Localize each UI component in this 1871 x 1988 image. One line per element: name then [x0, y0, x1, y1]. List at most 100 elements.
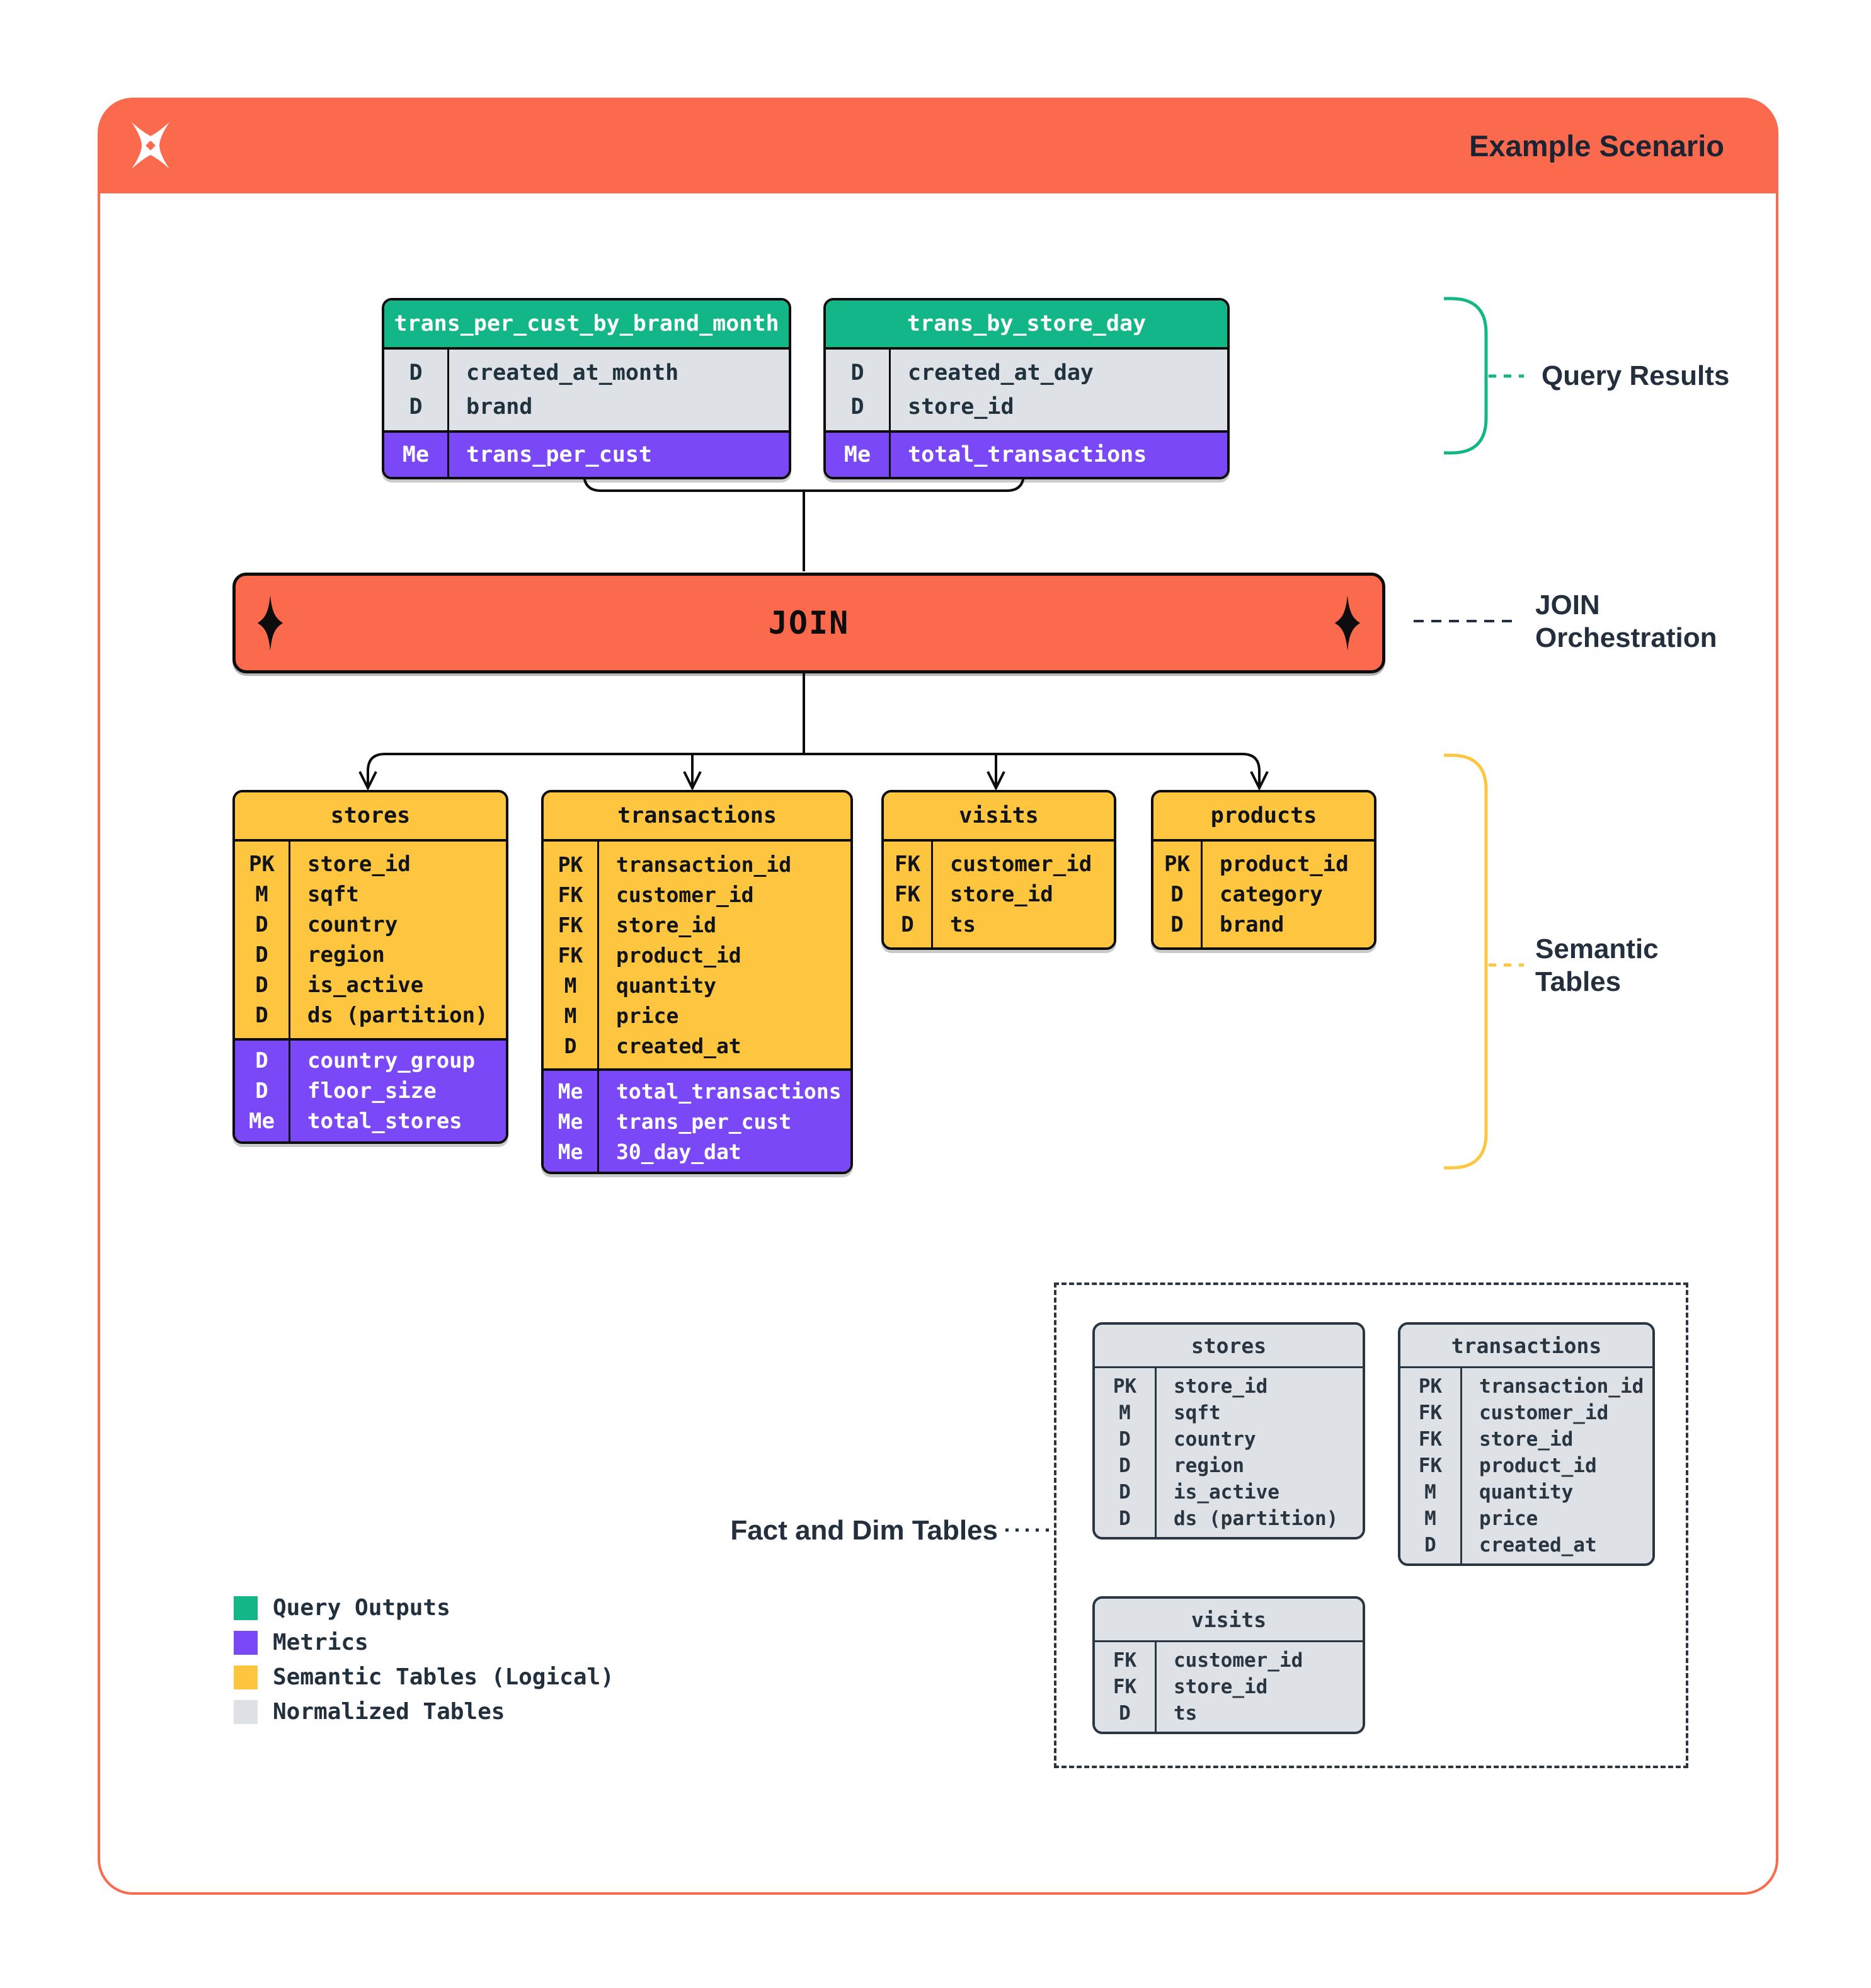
legend-item-metrics: Metrics: [234, 1625, 614, 1660]
column-key: M: [1119, 1402, 1131, 1424]
column-name: total_transactions: [616, 1078, 842, 1104]
table-row: PK product_id: [1153, 849, 1374, 879]
column-name: product_id: [1220, 852, 1349, 877]
column-name: product_id: [616, 942, 741, 968]
column-key: FK: [895, 852, 920, 877]
fact-dim-box: [1054, 1282, 1688, 1768]
column-key: Me: [844, 442, 871, 467]
arrowhead-down-stores: [358, 771, 377, 791]
column-key: PK: [558, 852, 583, 877]
legend-label: Semantic Tables (Logical): [273, 1664, 614, 1690]
column-name: quantity: [616, 973, 716, 998]
table-row: Me total_transactions: [544, 1076, 850, 1106]
column-key: D: [1170, 882, 1184, 907]
column-name: customer_id: [1174, 1649, 1303, 1672]
column-name: quantity: [1479, 1481, 1574, 1504]
column-name: store_id: [908, 394, 1014, 420]
normalized-tables-swatch: [234, 1700, 258, 1724]
page-title: Example Scenario: [1469, 129, 1724, 163]
pinwheel-x-logo-icon: [132, 122, 169, 169]
table-title: transactions: [544, 792, 850, 842]
column-name: store_id: [1479, 1428, 1574, 1451]
column-key: M: [1424, 1481, 1436, 1504]
table-row: Me total_transactions: [826, 438, 1227, 472]
column-key: D: [1119, 1702, 1131, 1725]
column-key: FK: [558, 882, 583, 907]
column-key: FK: [558, 942, 583, 968]
column-name: store_id: [1174, 1375, 1268, 1398]
column-name: store_id: [950, 882, 1053, 907]
table-title: trans_by_store_day: [826, 300, 1227, 350]
legend-label: Normalized Tables: [273, 1699, 505, 1725]
column-name: brand: [1220, 912, 1285, 937]
column-name: ts: [1174, 1702, 1198, 1725]
column-key: D: [1424, 1534, 1436, 1557]
column-key: M: [255, 882, 268, 907]
query-results-bracket: [1444, 297, 1488, 455]
column-name: created_at_month: [466, 360, 679, 386]
join-orchestration-label: JOIN Orchestration: [1535, 590, 1717, 653]
query-outputs-swatch: [234, 1596, 258, 1620]
fact-dim-label: Fact and Dim Tables: [730, 1515, 998, 1546]
column-name: created_at_day: [908, 360, 1094, 386]
column-name: store_id: [1174, 1676, 1268, 1698]
diamond-icon: [1334, 595, 1361, 651]
column-name: region: [307, 942, 385, 968]
column-name: customer_id: [1479, 1402, 1609, 1424]
column-name: customer_id: [616, 882, 754, 907]
column-name: created_at: [616, 1033, 741, 1058]
column-name: total_stores: [307, 1109, 462, 1134]
column-name: total_transactions: [908, 442, 1147, 467]
table-title: stores: [235, 792, 506, 842]
column-name: category: [1220, 882, 1323, 907]
table-row: FK customer_id: [544, 879, 850, 910]
legend-label: Metrics: [273, 1630, 369, 1655]
column-name: region: [1174, 1454, 1244, 1477]
column-name: sqft: [1174, 1402, 1221, 1424]
column-name: country_group: [307, 1048, 476, 1073]
table-title: trans_per_cust_by_brand_month: [384, 300, 789, 350]
arrowhead-down-transactions: [683, 771, 702, 791]
column-key: PK: [1164, 852, 1190, 877]
column-key: M: [564, 973, 577, 998]
column-key: Me: [558, 1078, 583, 1104]
table-row: FK product_id: [544, 940, 850, 970]
semantic-tables-label: Semantic Tables: [1535, 934, 1659, 997]
column-key: D: [255, 1078, 268, 1104]
table-row: FK store_id: [884, 879, 1114, 910]
column-key: D: [1170, 912, 1184, 937]
column-key: D: [1119, 1507, 1131, 1530]
column-name: is_active: [1174, 1481, 1279, 1504]
column-key: FK: [895, 882, 920, 907]
arrowhead-down-products: [1250, 771, 1269, 791]
